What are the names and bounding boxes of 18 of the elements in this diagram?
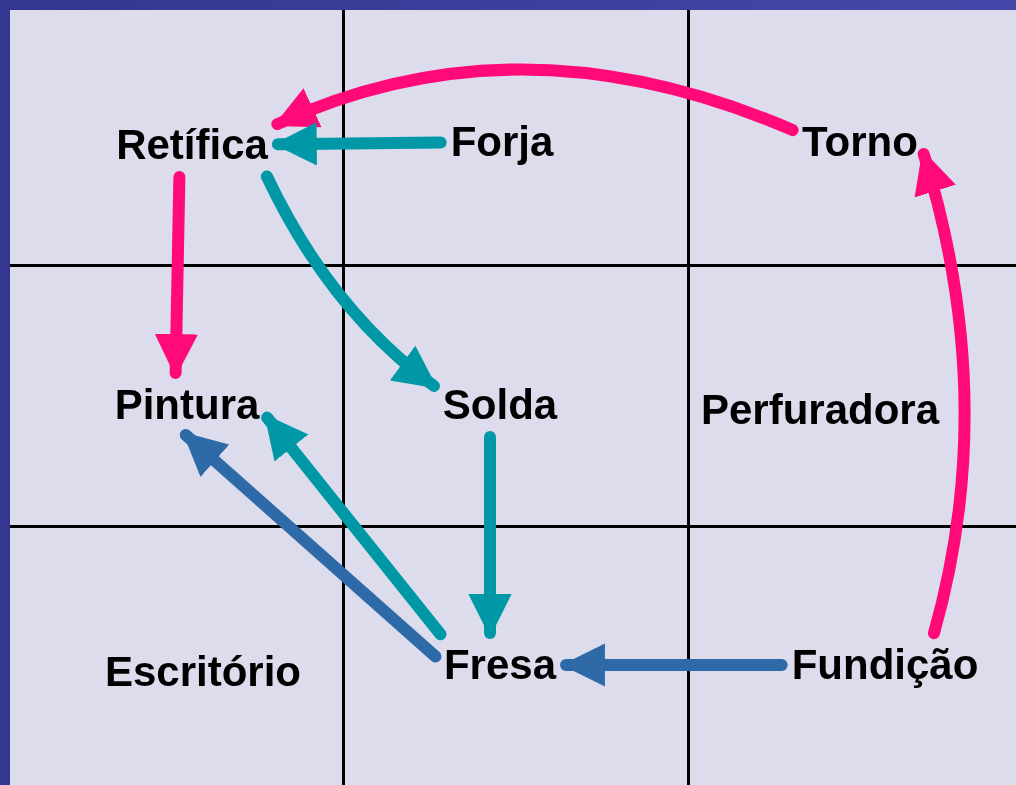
arrow xyxy=(271,122,447,166)
station-label: Escritório xyxy=(100,646,306,698)
arrow xyxy=(913,147,971,640)
arrow xyxy=(271,63,799,137)
station-label: Fresa xyxy=(439,639,561,691)
station-label: Torno xyxy=(798,116,922,168)
station-label: Perfuradora xyxy=(696,384,944,436)
arrow xyxy=(260,170,440,392)
arrow xyxy=(261,411,447,641)
arrow xyxy=(179,429,442,663)
station-label: Pintura xyxy=(110,379,264,431)
station-label: Forja xyxy=(446,116,558,168)
arrow xyxy=(468,431,512,639)
station-label: Retífica xyxy=(112,119,272,171)
arrow xyxy=(560,643,788,687)
arrow xyxy=(154,171,198,379)
station-label: Solda xyxy=(438,379,562,431)
station-label: Fundição xyxy=(787,639,983,691)
